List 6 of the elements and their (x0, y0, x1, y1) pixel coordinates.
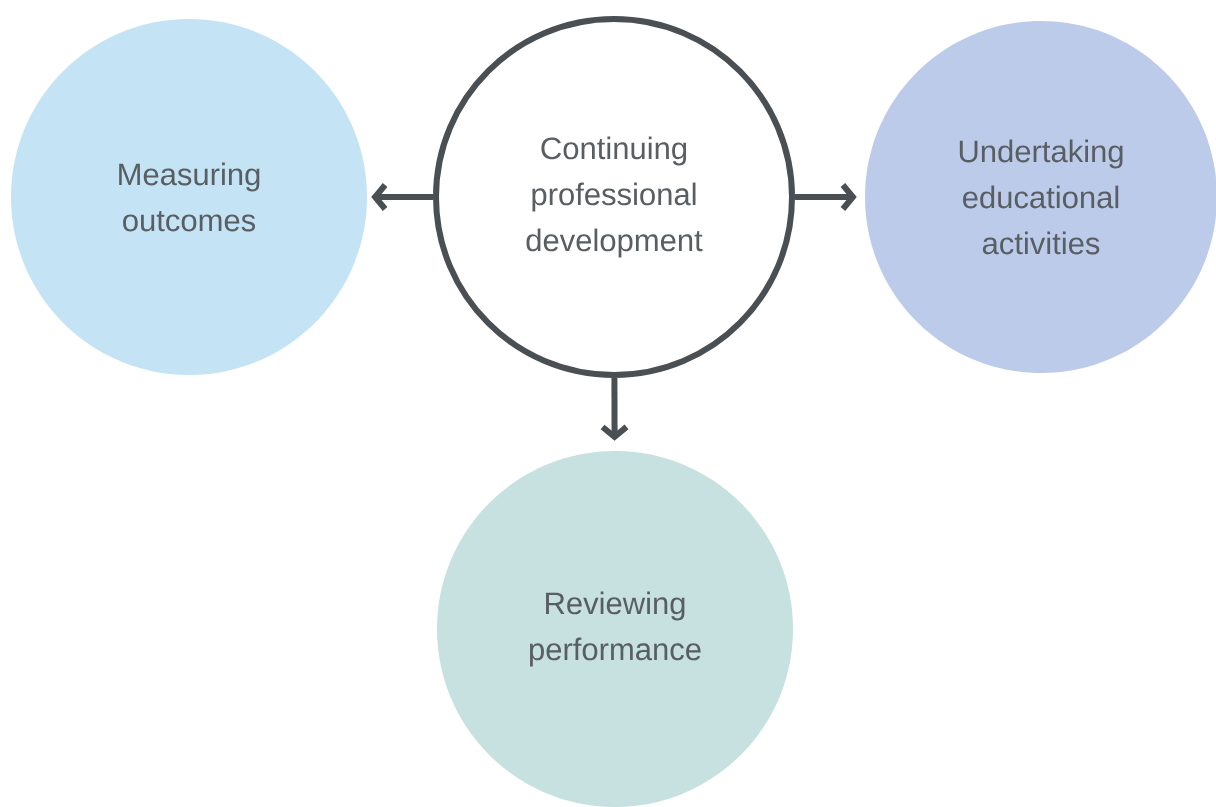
arrow (371, 183, 433, 211)
arrow (600, 378, 629, 441)
circle-node: Measuring outcomes (11, 19, 367, 375)
arrow (795, 183, 857, 211)
circle-node: Reviewing performance (437, 451, 793, 807)
circle-node: Continuing professional development (433, 16, 795, 378)
